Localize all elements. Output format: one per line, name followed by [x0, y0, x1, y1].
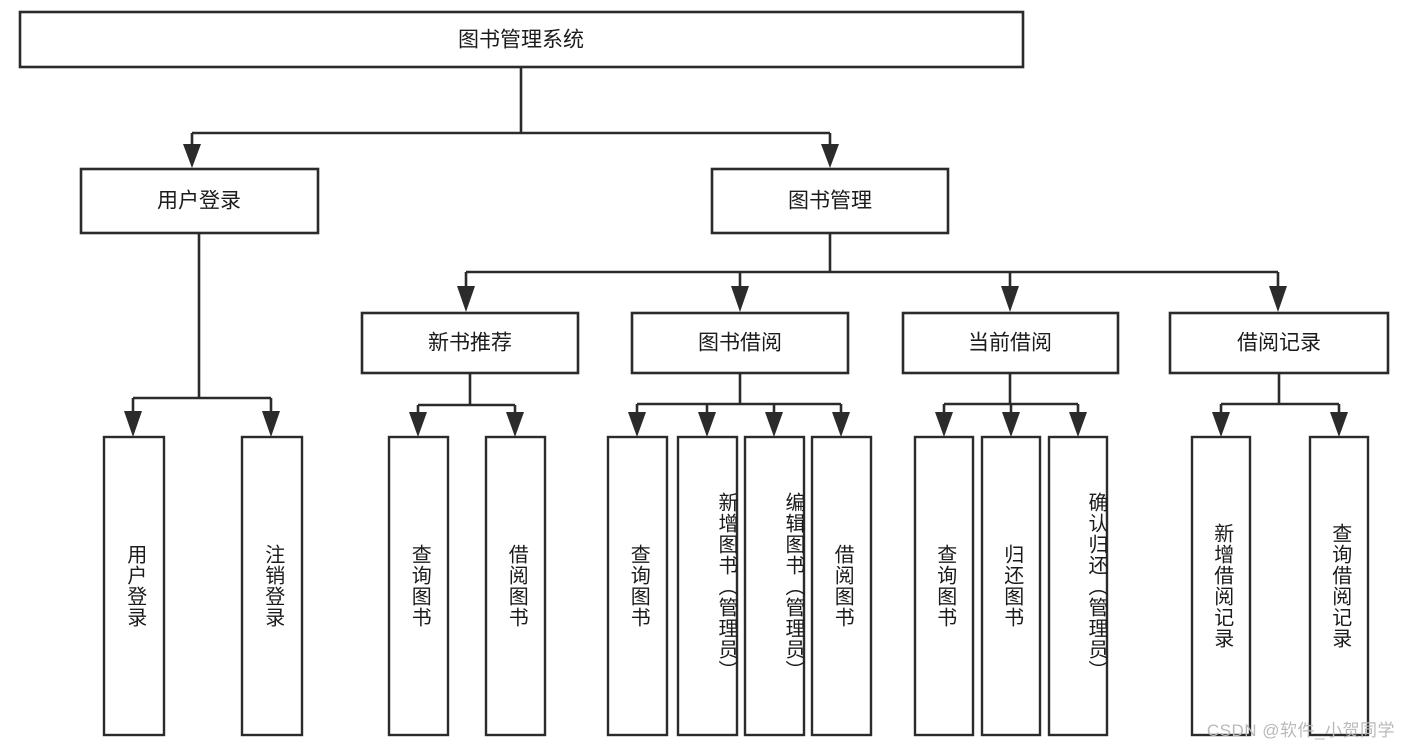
- node-book-borrow-label: 图书借阅: [698, 332, 782, 355]
- leaf-box-add-record[interactable]: [1190, 435, 1252, 737]
- node-root[interactable]: 图书管理系统: [18, 10, 1025, 69]
- node-borrow-record[interactable]: 借阅记录: [1168, 311, 1390, 375]
- leaf-box-edit-book[interactable]: [743, 435, 806, 737]
- leaf-box-group: [102, 435, 1370, 737]
- connector-group-user-login: [124, 234, 280, 437]
- leaf-box-query-book-2[interactable]: [606, 435, 669, 737]
- node-book-borrow[interactable]: 图书借阅: [630, 311, 850, 375]
- connector-group-book-manage: [457, 234, 1287, 312]
- connector-group-root: [183, 68, 839, 168]
- node-new-book-recommend[interactable]: 新书推荐: [360, 311, 580, 375]
- connector-group-new-book-recommend: [409, 374, 524, 437]
- node-user-login-label: 用户登录: [157, 190, 241, 213]
- connector-group-current-borrow: [935, 374, 1087, 437]
- leaf-box-add-book[interactable]: [676, 435, 739, 737]
- leaf-box-query-book-3[interactable]: [913, 435, 975, 737]
- leaf-box-confirm-return[interactable]: [1047, 435, 1109, 737]
- node-current-borrow-label: 当前借阅: [968, 332, 1052, 355]
- node-book-manage-label: 图书管理: [788, 190, 872, 213]
- node-new-book-recommend-label: 新书推荐: [428, 332, 512, 355]
- connector-group-borrow-record: [1212, 374, 1348, 437]
- node-current-borrow[interactable]: 当前借阅: [901, 311, 1120, 375]
- node-borrow-record-label: 借阅记录: [1237, 332, 1321, 355]
- leaf-box-query-book-1[interactable]: [387, 435, 450, 737]
- leaf-box-return-book[interactable]: [980, 435, 1042, 737]
- leaf-box-user-login[interactable]: [102, 435, 166, 737]
- leaf-box-logout-login[interactable]: [240, 435, 304, 737]
- node-root-label: 图书管理系统: [458, 29, 584, 52]
- csdn-watermark: CSDN @软件_小贺同学: [1206, 721, 1395, 740]
- leaf-box-borrow-book-1[interactable]: [484, 435, 547, 737]
- connector-group-book-borrow: [628, 374, 850, 437]
- leaf-box-borrow-book-2[interactable]: [810, 435, 873, 737]
- node-book-manage[interactable]: 图书管理: [710, 167, 950, 235]
- leaf-box-query-record[interactable]: [1308, 435, 1370, 737]
- node-user-login[interactable]: 用户登录: [79, 167, 320, 235]
